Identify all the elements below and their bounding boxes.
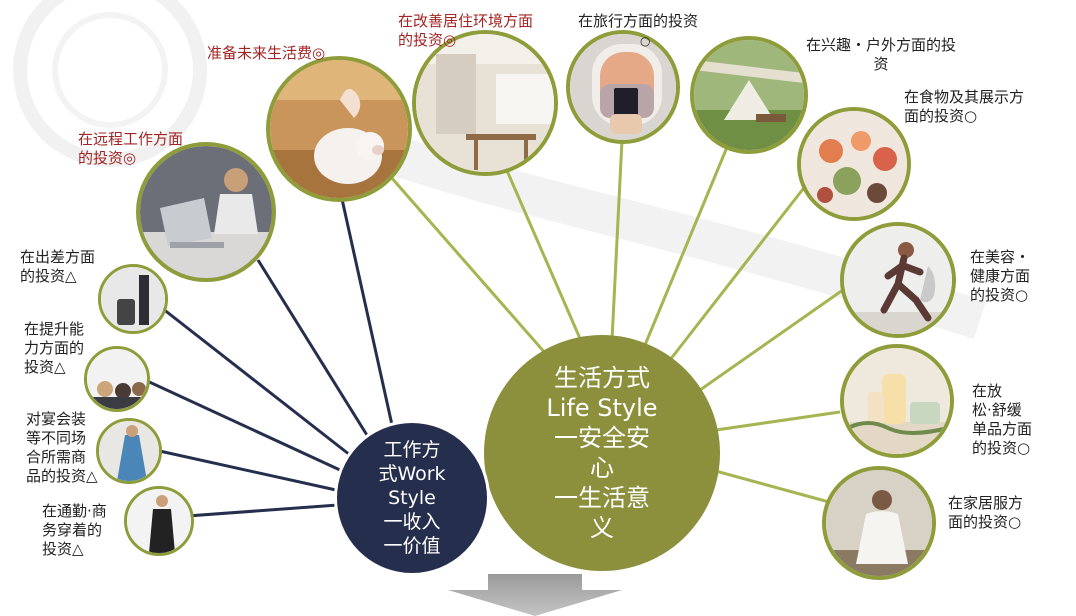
- label-beauty-health: 在美容・ 健康方面 的投资○: [970, 248, 1030, 305]
- photo-piggy-bank: [266, 56, 412, 202]
- label-travel-mark: ○: [640, 32, 650, 51]
- label-home-environment: 在改善居住环境方面 的投资◎: [398, 12, 533, 50]
- label-homewear: 在家居服方 面的投资○: [948, 494, 1023, 532]
- connector-beauty: [700, 285, 850, 390]
- connector-homewear: [712, 470, 840, 505]
- label-business-trip: 在出差方面 的投资△: [20, 248, 95, 286]
- photo-beauty-runner: [840, 222, 956, 338]
- label-travel: 在旅行方面的投资: [578, 12, 698, 31]
- hub-work-style: 工作方 式Work Style 一收入 一价值: [334, 420, 490, 576]
- connector-relaxation: [716, 412, 840, 430]
- connector-remote-work: [258, 260, 370, 440]
- label-relaxation: 在放 松·舒缓 单品方面 的投资○: [972, 382, 1032, 458]
- label-living-expenses: 准备未来生活费◎: [207, 44, 325, 63]
- photo-commute-suit: [124, 486, 194, 556]
- label-food: 在食物及其展示方 面的投资○: [904, 88, 1024, 126]
- connector-home-env-work: [340, 190, 392, 425]
- photo-home-interior: [412, 30, 558, 176]
- label-formal-wear: 对宴会装 等不同场 合所需商 品的投资△: [26, 410, 98, 486]
- photo-business-trip: [98, 264, 168, 334]
- down-arrow-icon: [448, 574, 622, 616]
- connector-travel: [612, 140, 622, 340]
- connector-living-expenses: [376, 160, 560, 370]
- label-outdoor: 在兴趣・户外方面的投 资: [806, 36, 956, 74]
- photo-outdoor-tent: [690, 36, 808, 154]
- connector-outdoor: [645, 140, 730, 345]
- photo-formal-wear: [96, 418, 162, 484]
- connector-home-environment: [498, 150, 585, 350]
- connector-business-trip: [158, 305, 350, 455]
- connector-food: [670, 180, 810, 360]
- label-skill-up: 在提升能 力方面的 投资△: [24, 320, 84, 377]
- photo-food-spread: [797, 107, 911, 221]
- photo-travel-passport: [566, 30, 680, 144]
- label-commute: 在通勤·商 务穿着的 投资△: [42, 502, 107, 559]
- photo-skill-up: [84, 346, 150, 412]
- photo-relaxation-candle: [840, 344, 954, 458]
- photo-homewear: [822, 466, 936, 580]
- label-remote-work: 在远程工作方面 的投资◎: [78, 130, 183, 168]
- hub-life-style: 生活方式 Life Style 一安全安 心 一生活意 义: [484, 335, 720, 571]
